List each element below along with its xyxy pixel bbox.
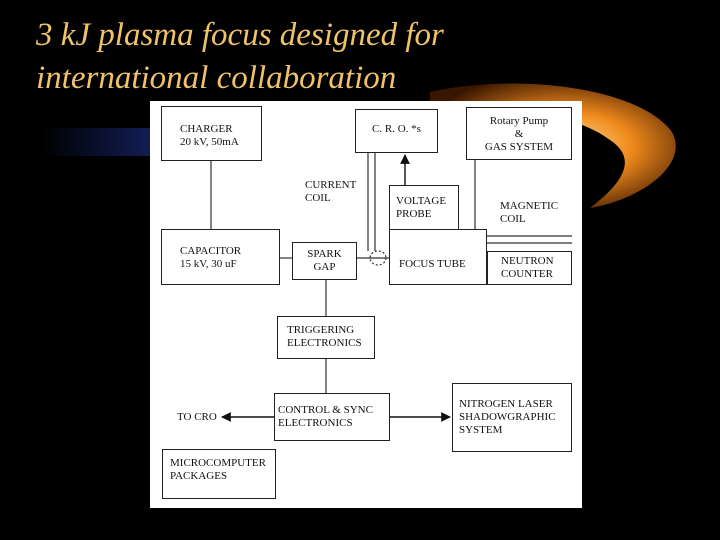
neutron-counter-label: NEUTRON COUNTER (501, 255, 554, 280)
nitrogen-laser-box (452, 383, 572, 452)
rotary-pump-box (466, 107, 572, 160)
focus-tube-label: FOCUS TUBE (399, 258, 466, 270)
nitrogen-laser-label: NITROGEN LASER SHADOWGRAPHIC SYSTEM (459, 398, 556, 436)
charger-label: CHARGER 20 kV, 50mA (180, 123, 239, 148)
charger-box (161, 106, 262, 161)
spark-gap-box (292, 242, 357, 280)
cro-label: C. R. O. *s (372, 123, 421, 135)
slide-title: 3 kJ plasma focus designed for internati… (36, 17, 444, 96)
control-sync-box (274, 393, 390, 441)
block-diagram: CHARGER 20 kV, 50mA C. R. O. *s Rotary P… (150, 101, 582, 508)
neutron-counter-box (487, 251, 572, 285)
capacitor-label: CAPACITOR 15 kV, 30 uF (180, 245, 242, 270)
rotary-pump-label: Rotary Pump & GAS SYSTEM (484, 115, 554, 153)
microcomputer-label: MICROCOMPUTER PACKAGES (170, 457, 266, 482)
to-cro-label: TO CRO (177, 411, 217, 423)
spark-gap-label: SPARK GAP (307, 248, 342, 273)
capacitor-box (161, 229, 280, 285)
microcomputer-box (162, 449, 276, 499)
magnetic-coil-label: MAGNETIC COIL (500, 200, 559, 225)
control-sync-label: CONTROL & SYNC ELECTRONICS (278, 404, 373, 429)
current-coil-label: CURRENT COIL (305, 179, 357, 204)
voltage-probe-label: VOLTAGE PROBE (396, 195, 447, 220)
triggering-box (277, 316, 375, 359)
cro-box (355, 109, 438, 153)
triggering-label: TRIGGERING ELECTRONICS (287, 324, 362, 349)
focus-tube-box (389, 229, 487, 285)
current-coil-loop (369, 250, 387, 266)
